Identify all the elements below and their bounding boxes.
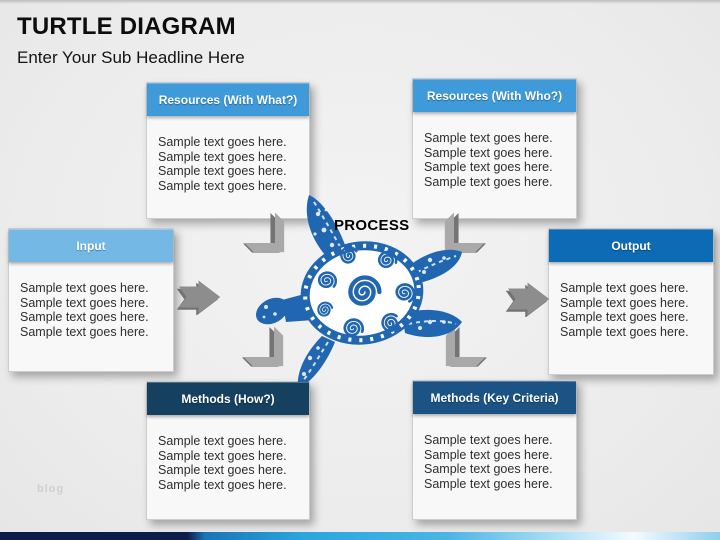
box-output-body: Sample text goes here. Sample text goes … — [549, 262, 713, 340]
sample-text-line: Sample text goes here. — [20, 310, 149, 325]
sample-text-line: Sample text goes here. — [560, 325, 689, 340]
sample-text-line: Sample text goes here. — [560, 310, 689, 325]
box-resources-with-what-body: Sample text goes here. Sample text goes … — [147, 116, 309, 194]
sample-text-line: Sample text goes here. — [424, 175, 553, 190]
box-input-body: Sample text goes here. Sample text goes … — [9, 262, 173, 340]
box-methods-how-header: Methods (How?) — [147, 382, 309, 415]
turtle-illustration — [255, 195, 462, 388]
box-resources-with-who-body: Sample text goes here. Sample text goes … — [413, 112, 576, 190]
sample-text-line: Sample text goes here. — [158, 135, 287, 149]
sample-text-line: Sample text goes here. — [158, 478, 287, 493]
box-methods-how[interactable]: Methods (How?) Sample text goes here. Sa… — [146, 381, 310, 520]
bottom-accent-bar — [0, 532, 720, 540]
box-methods-how-body: Sample text goes here. Sample text goes … — [147, 415, 309, 493]
sample-text-line: Sample text goes here. — [424, 145, 553, 160]
arrow-process-to-output-icon — [505, 282, 550, 317]
box-input-header: Input — [9, 229, 173, 262]
sample-text-line: Sample text goes here. — [158, 463, 287, 478]
sample-text-line: Sample text goes here. — [560, 295, 689, 310]
slide-top-edge — [0, 0, 720, 4]
watermark-text: blog — [37, 483, 65, 495]
page-subtitle: Enter Your Sub Headline Here — [17, 48, 245, 67]
box-resources-with-what[interactable]: Resources (With What?) Sample text goes … — [146, 82, 310, 219]
box-resources-with-who-header: Resources (With Who?) — [413, 79, 576, 112]
page-title: TURTLE DIAGRAM — [17, 13, 236, 40]
sample-text-line: Sample text goes here. — [20, 295, 149, 310]
sample-text-line: Sample text goes here. — [158, 179, 287, 194]
arrow-input-to-process-icon — [176, 280, 221, 315]
box-methods-key-criteria-header: Methods (Key Criteria) — [413, 381, 576, 414]
sample-text-line: Sample text goes here. — [20, 281, 149, 295]
sample-text-line: Sample text goes here. — [424, 433, 553, 447]
box-output-header: Output — [549, 229, 713, 262]
sample-text-line: Sample text goes here. — [158, 164, 287, 179]
box-methods-key-criteria-body: Sample text goes here. Sample text goes … — [413, 414, 576, 492]
sample-text-line: Sample text goes here. — [424, 462, 553, 477]
sample-text-line: Sample text goes here. — [20, 325, 149, 340]
connector-resources-who-chevron-icon — [444, 212, 488, 253]
box-resources-with-who[interactable]: Resources (With Who?) Sample text goes h… — [412, 78, 577, 219]
sample-text-line: Sample text goes here. — [158, 149, 287, 164]
sample-text-line: Sample text goes here. — [424, 131, 553, 145]
box-resources-with-what-header: Resources (With What?) — [147, 83, 309, 116]
box-input[interactable]: Input Sample text goes here. Sample text… — [8, 228, 174, 372]
sample-text-line: Sample text goes here. — [424, 477, 553, 492]
sample-text-line: Sample text goes here. — [424, 447, 553, 462]
sample-text-line: Sample text goes here. — [158, 448, 287, 463]
sample-text-line: Sample text goes here. — [158, 434, 287, 448]
process-label: PROCESS — [334, 217, 410, 234]
connector-resources-what-chevron-icon — [241, 212, 285, 253]
box-methods-key-criteria[interactable]: Methods (Key Criteria) Sample text goes … — [412, 380, 577, 520]
sample-text-line: Sample text goes here. — [424, 160, 553, 175]
box-output[interactable]: Output Sample text goes here. Sample tex… — [548, 228, 714, 375]
sample-text-line: Sample text goes here. — [560, 281, 689, 295]
connector-methods-how-chevron-icon — [240, 326, 284, 367]
connector-methods-key-chevron-icon — [445, 326, 489, 367]
